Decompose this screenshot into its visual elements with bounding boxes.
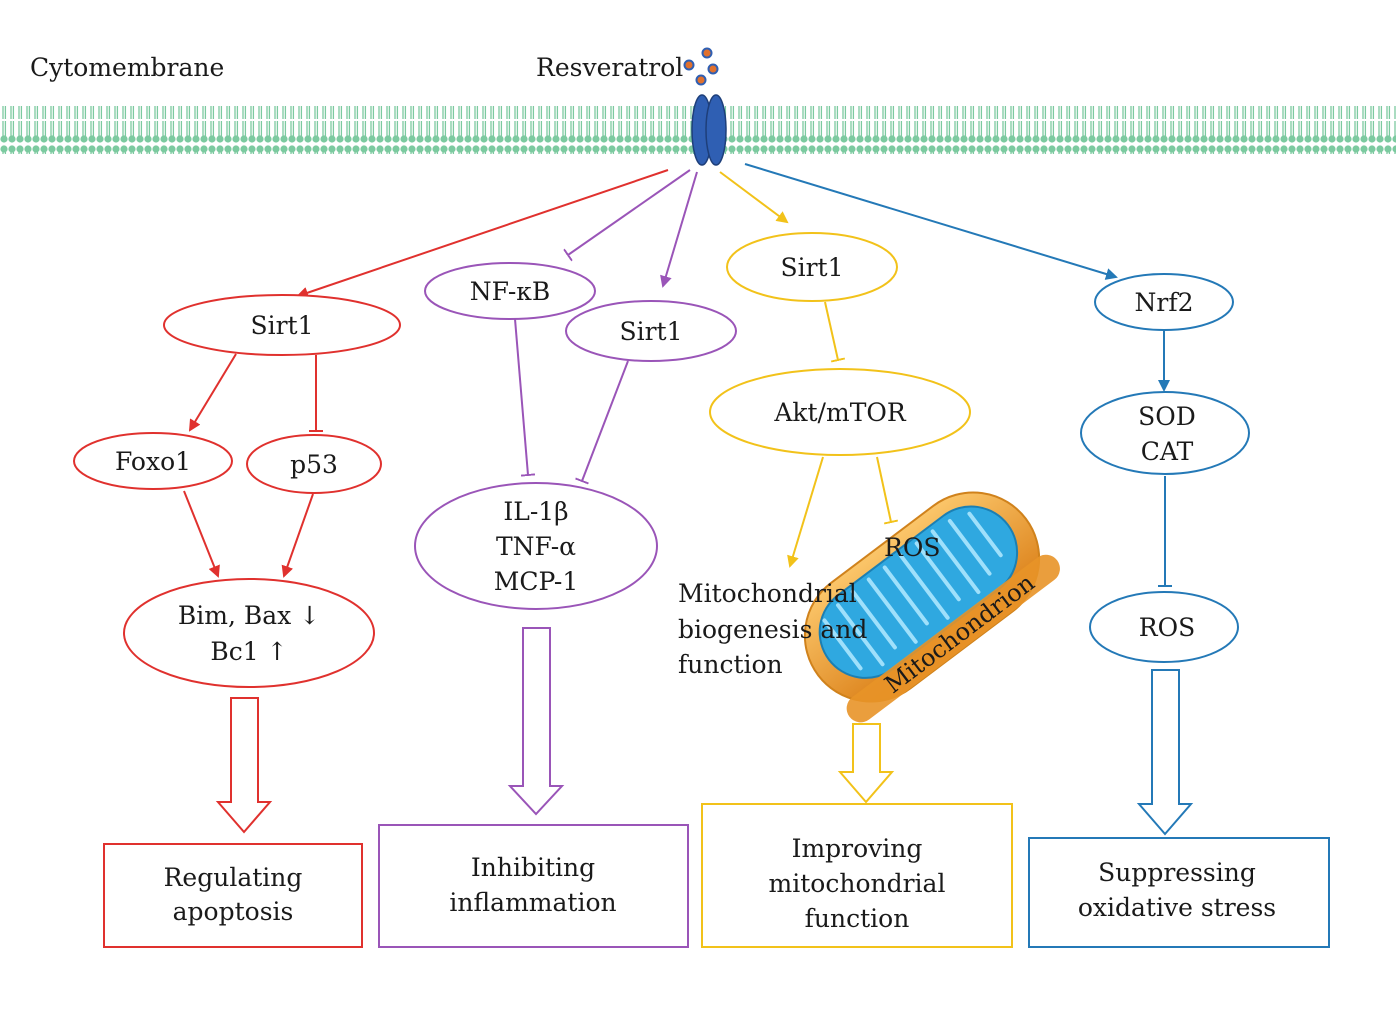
function-label: function	[805, 904, 910, 933]
resveratrol-molecules	[683, 47, 719, 86]
nfkb-label: NF-κB	[470, 277, 551, 306]
yellow-hollow-arrow	[837, 723, 895, 804]
nrf2-label: Nrf2	[1135, 288, 1194, 317]
akt-mtor-node	[709, 368, 971, 456]
red-pathway: Sirt1 Foxo1 p53 Bim, Bax ↓ Bc1 ↑ Regulat…	[73, 169, 669, 948]
cytokines-node	[414, 482, 658, 610]
purple-sirt1-label: Sirt1	[619, 317, 682, 346]
mitochondrial-label: mitochondrial	[769, 869, 946, 898]
regulating-apoptosis-box	[103, 843, 363, 948]
sod-cat-node	[1080, 391, 1250, 475]
foxo1-node	[73, 432, 233, 490]
blue-ros-label: ROS	[1139, 613, 1195, 642]
oxidative-stress-label: oxidative stress	[1078, 893, 1276, 922]
sod-label: SOD	[1138, 402, 1196, 431]
suppressing-oxidative-box	[1028, 837, 1330, 948]
nfkb-node	[424, 262, 596, 320]
foxo1-label: Foxo1	[115, 447, 191, 476]
improving-mito-box	[701, 803, 1013, 948]
yellow-sirt1-label: Sirt1	[780, 253, 843, 282]
red-sirt1-node	[163, 294, 401, 356]
mito-biogenesis-line1: Mitochondrial	[678, 579, 857, 608]
resveratrol-label: Resveratrol	[536, 53, 683, 82]
yellow-sirt1-node	[726, 232, 898, 302]
bim-bax-node	[123, 578, 375, 688]
bim-bax-label: Bim, Bax ↓	[178, 601, 320, 630]
mito-biogenesis-line3: function	[678, 650, 783, 679]
blue-ros-node	[1089, 591, 1239, 663]
inhibiting-label: Inhibiting	[471, 853, 595, 882]
tnfa-label: TNF-α	[496, 532, 576, 561]
red-sirt1-label: Sirt1	[250, 311, 313, 340]
regulating-label: Regulating	[164, 863, 303, 892]
cytomembrane-label: Cytomembrane	[30, 53, 224, 82]
cat-label: CAT	[1141, 437, 1194, 466]
mcp1-label: MCP-1	[494, 567, 579, 596]
purple-sirt1-node	[565, 300, 737, 362]
inhibiting-inflammation-box	[378, 824, 689, 948]
p53-label: p53	[290, 450, 338, 479]
mitochondrion-illustration: Mitochondrion	[803, 491, 1060, 723]
apoptosis-label: apoptosis	[173, 897, 294, 926]
improving-label: Improving	[792, 834, 923, 863]
blue-hollow-arrow	[1136, 669, 1194, 836]
purple-hollow-arrow	[507, 627, 565, 816]
membrane-receptor	[691, 94, 727, 166]
yellow-ros-label: ROS	[884, 533, 940, 562]
mito-biogenesis-line2: biogenesis and	[678, 615, 867, 644]
purple-pathway: NF-κB Sirt1 IL-1β TNF-α MCP-1 Inhibiting…	[378, 169, 737, 948]
inflammation-label: inflammation	[449, 888, 616, 917]
red-hollow-arrow	[215, 697, 273, 834]
blue-pathway: Nrf2 SOD CAT ROS Suppressing oxidative s…	[744, 163, 1330, 948]
bc1-label: Bc1 ↑	[210, 637, 287, 666]
akt-mtor-label: Akt/mTOR	[773, 398, 907, 427]
p53-node	[246, 434, 382, 494]
nrf2-node	[1094, 273, 1234, 331]
yellow-pathway: Sirt1 Akt/mTOR Mitochondrion ROS Mitocho…	[678, 171, 1060, 948]
suppressing-label: Suppressing	[1098, 858, 1256, 887]
il1b-label: IL-1β	[503, 497, 568, 526]
